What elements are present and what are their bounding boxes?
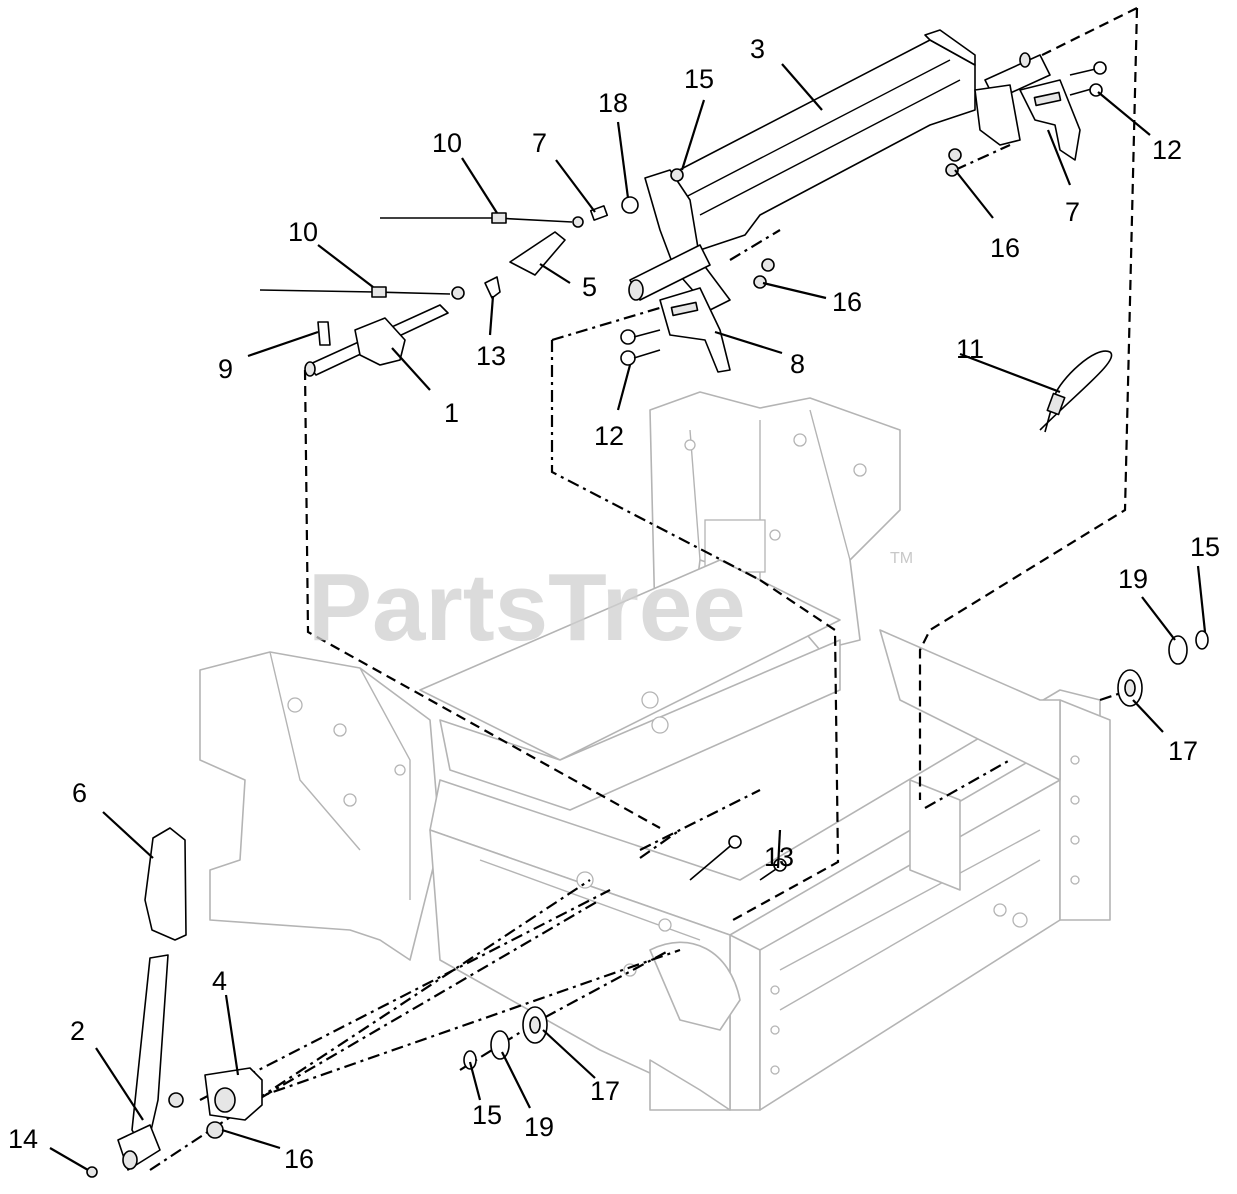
callout-19-bottom: 19: [524, 1112, 554, 1142]
callout-10-upper: 10: [432, 128, 462, 158]
callouts: 3 15 18 7 10 10 9 1 5 13 8 12 16 16 12 7…: [8, 34, 1220, 1174]
assembly-lines: [149, 7, 1139, 1171]
part-3-lift-arm: [659, 29, 976, 251]
callout-7-upper: 7: [1065, 197, 1080, 227]
callout-15-bottom: 15: [472, 1100, 502, 1130]
part-11-cable-tie: [1039, 350, 1113, 433]
callout-5: 5: [582, 272, 597, 302]
washer-set-bottom: [463, 1006, 548, 1070]
part-6-grip: [144, 827, 187, 941]
callout-16-mid: 16: [832, 287, 862, 317]
part-16-nuts: [168, 148, 962, 1139]
callout-4: 4: [212, 966, 227, 996]
leader-lines: [49, 63, 1207, 1171]
part-18-washer: [621, 196, 639, 214]
arm-bracket: [628, 52, 1051, 311]
callout-10-lower: 10: [288, 217, 318, 247]
part-8-spacer: [572, 205, 609, 228]
callout-12-lower: 12: [594, 421, 624, 451]
callout-16-bottom: 16: [284, 1144, 314, 1174]
callout-19-right: 19: [1118, 564, 1148, 594]
callout-8: 7: [532, 128, 547, 158]
callout-18: 18: [598, 88, 628, 118]
part-14-nut: [86, 1166, 98, 1178]
chassis-frame: [199, 391, 1111, 1111]
washer-set-right: [1117, 630, 1209, 707]
part-12-bolts: [620, 61, 1107, 366]
callout-13-upper: 13: [476, 341, 506, 371]
callout-16-top: 15: [684, 64, 714, 94]
part-7-latch: [659, 79, 1081, 373]
part-4-pivot: [204, 1067, 263, 1121]
callout-9: 9: [218, 354, 233, 384]
callout-16-right: 16: [990, 233, 1020, 263]
callout-6: 6: [72, 778, 87, 808]
part-1-shaft: [304, 304, 449, 377]
callout-14: 14: [8, 1124, 38, 1154]
part-13-pin: [484, 276, 501, 299]
part-2-lever: [117, 954, 169, 1171]
part-5-link: [509, 231, 566, 276]
watermark-trademark: TM: [890, 550, 913, 567]
callout-2: 2: [70, 1016, 85, 1046]
callout-15-right: 15: [1190, 532, 1220, 562]
callout-13-lower: 13: [764, 842, 794, 872]
watermark: PartsTree: [308, 554, 746, 661]
callout-3: 3: [750, 34, 765, 64]
callout-17-right: 17: [1168, 736, 1198, 766]
part-9-clip: [317, 321, 331, 346]
part-10-cables: [259, 212, 573, 300]
callout-7-lower: 8: [790, 349, 805, 379]
part-13-frame-bolts: [689, 835, 787, 881]
callout-11: 11: [956, 334, 984, 364]
callout-1: 1: [444, 398, 459, 428]
callout-17-bottom: 17: [590, 1076, 620, 1106]
callout-12-upper: 12: [1152, 135, 1182, 165]
